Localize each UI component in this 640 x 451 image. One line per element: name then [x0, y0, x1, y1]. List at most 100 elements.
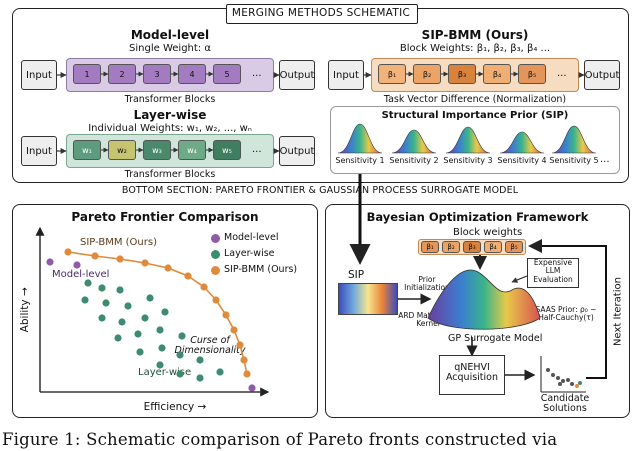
annot-layer-wise: Layer-wise: [138, 367, 192, 378]
candidate-point: [558, 382, 562, 386]
layer-wise-output: Output: [279, 136, 315, 166]
sip-panel-ellipsis: ...: [600, 154, 610, 165]
legend-label-layer: Layer-wise: [224, 248, 275, 259]
sip-bmm-point: [184, 272, 192, 280]
candidate-point: [578, 381, 582, 385]
sip-bmm-point: [116, 255, 124, 263]
gaussian-curve: [445, 126, 491, 154]
sip-block: β₁: [378, 64, 406, 84]
model-level-subtitle: Single Weight: α: [129, 43, 211, 54]
layer-block: w₄: [178, 140, 206, 160]
sip-bmm-point: [212, 296, 220, 304]
layer-wise-point: [84, 279, 92, 287]
model-level-point: [248, 384, 256, 392]
bottom-title: BOTTOM SECTION: PARETO FRONTIER & GAUSSI…: [121, 185, 519, 196]
model-block: 3: [143, 64, 171, 84]
sip-bmm-output: Output: [584, 60, 620, 90]
layer-block: w₁: [73, 140, 101, 160]
layer-wise-title: Layer-wise: [133, 108, 207, 122]
layer-wise-point: [136, 348, 144, 356]
annot-model-level: Model-level: [52, 269, 110, 280]
layer-wise-point: [134, 330, 142, 338]
prior-init-label: Prior Initialization: [404, 275, 450, 293]
candidate-point: [556, 376, 560, 380]
sip-prior-title: Structural Importance Prior (SIP): [381, 110, 569, 121]
figure-caption: Figure 1: Schematic comparison of Pareto…: [2, 430, 558, 449]
sensitivity-label: Sensitivity 1: [335, 156, 385, 165]
sip-bmm-point: [141, 259, 149, 267]
sip-bmm-point: [230, 326, 238, 334]
top-title: MERGING METHODS SCHEMATIC: [231, 7, 411, 19]
model-ellipsis: ...: [252, 68, 262, 79]
layer-wise-point: [102, 299, 110, 307]
layer-block: w₅: [213, 140, 241, 160]
candidate-label: Candidate Solutions: [540, 393, 590, 415]
bo-block: β₃: [463, 241, 481, 253]
layer-block: w₂: [108, 140, 136, 160]
candidate-point: [551, 373, 555, 377]
gaussian-curve: [551, 125, 597, 154]
sip-label: SIP: [348, 269, 365, 281]
layer-wise-point: [196, 374, 204, 382]
sip-block: β₃: [448, 64, 476, 84]
arrow: [511, 275, 528, 283]
candidate-point: [575, 384, 579, 388]
sip-bmm-title: SIP-BMM (Ours): [421, 28, 529, 42]
model-block: 4: [178, 64, 206, 84]
layer-wise-point: [116, 286, 124, 294]
model-level-point: [46, 258, 54, 266]
top-title-box: [226, 4, 418, 24]
sip-block: β₄: [483, 64, 511, 84]
block-weights-label: Block weights: [453, 227, 523, 238]
sip-heatmap: [338, 283, 398, 315]
gaussian-curve: [391, 129, 437, 154]
bo-block: β₁: [421, 241, 439, 253]
layer-ellipsis: ...: [252, 144, 262, 155]
sip-bmm-input: Input: [328, 60, 364, 90]
layer-wise-point: [98, 314, 106, 322]
sip-bmm-subtitle: Block Weights: β₁, β₂, β₃, β₄ ...: [399, 43, 551, 54]
sensitivity-label: Sensitivity 3: [443, 156, 493, 165]
saas-prior-label: SAAS Prior: ρ₀ ~ Half-Cauchy(τ): [535, 305, 597, 323]
layer-wise-subtitle: Individual Weights: w₁, w₂, ..., wₙ: [88, 123, 252, 134]
gaussian-curve: [499, 131, 545, 154]
layer-wise-point: [158, 344, 166, 352]
model-level-point: [73, 261, 81, 269]
legend-dot-sip: [211, 266, 220, 275]
bo-block: β₂: [442, 241, 460, 253]
candidate-points: [546, 368, 582, 388]
sip-bmm-point: [240, 356, 248, 364]
annot-sip-bmm: SIP-BMM (Ours): [80, 237, 157, 248]
next-iteration-arrow: [528, 239, 607, 379]
model-level-output: Output: [279, 60, 315, 90]
layer-wise-point: [216, 368, 224, 376]
sip-bmm-point: [236, 341, 244, 349]
layer-wise-point: [176, 351, 184, 359]
layer-wise-point: [196, 356, 204, 364]
expensive-eval-label: Expensive LLM Evaluation: [533, 258, 573, 284]
candidate-point: [570, 382, 574, 386]
pareto-xlabel: Efficiency →: [143, 401, 207, 413]
ard-kernel-label: ARD Matérn-5/2 Kernel: [398, 311, 458, 329]
layer-wise-point: [156, 326, 164, 334]
pareto-points: [46, 248, 256, 392]
bo-title: Bayesian Optimization Framework: [366, 210, 589, 224]
layer-wise-point: [156, 361, 164, 369]
legend-label-sip: SIP-BMM (Ours): [224, 264, 298, 275]
layer-block: w₃: [143, 140, 171, 160]
sip-bmm-point: [222, 311, 230, 319]
layer-wise-point: [176, 370, 184, 378]
candidate-point: [566, 378, 570, 382]
legend-dot-model: [211, 234, 220, 243]
expensive-eval-box: [527, 258, 579, 288]
sensitivity-curves: [337, 123, 597, 154]
legend-label-model: Model-level: [224, 232, 279, 243]
model-block: 1: [73, 64, 101, 84]
layer-wise-point: [161, 308, 169, 316]
sip-bmm-point: [91, 252, 99, 260]
sip-ellipsis: ...: [557, 68, 567, 79]
bo-block: β₅: [505, 241, 523, 253]
model-block: 5: [213, 64, 241, 84]
qnehvi-label: qNEHVI Acquisition: [445, 362, 499, 384]
model-level-input: Input: [21, 60, 57, 90]
